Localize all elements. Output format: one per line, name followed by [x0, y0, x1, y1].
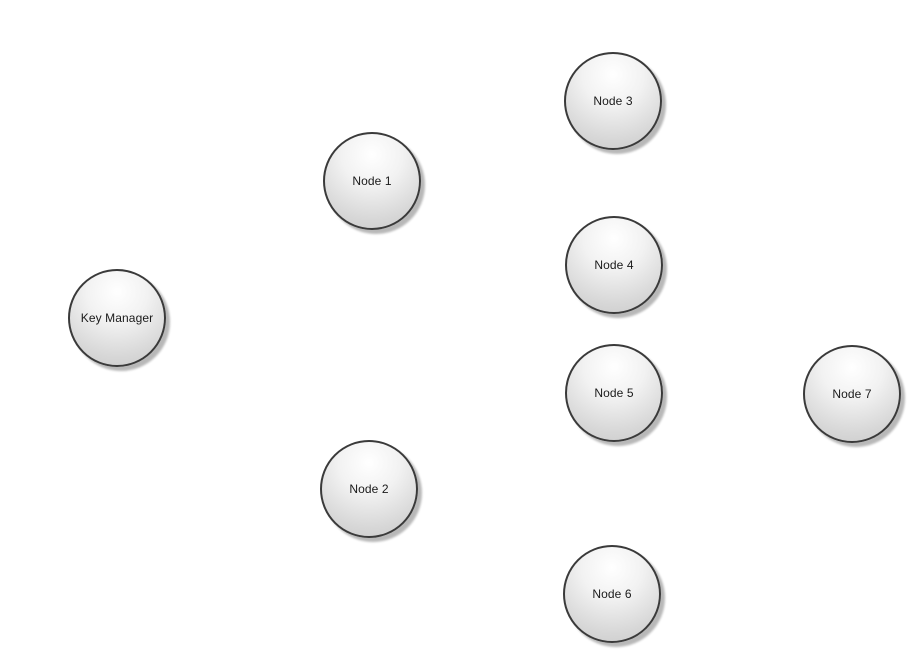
- node-label: Key Manager: [80, 311, 154, 325]
- node-key-manager[interactable]: Key Manager: [68, 269, 166, 367]
- node-1[interactable]: Node 1: [323, 132, 421, 230]
- node-label: Node 6: [592, 587, 632, 601]
- node-4[interactable]: Node 4: [565, 216, 663, 314]
- node-3[interactable]: Node 3: [564, 52, 662, 150]
- node-7[interactable]: Node 7: [803, 345, 901, 443]
- node-label: Node 1: [352, 174, 392, 188]
- node-5[interactable]: Node 5: [565, 344, 663, 442]
- node-label: Node 3: [593, 94, 633, 108]
- node-label: Node 2: [349, 482, 389, 496]
- node-2[interactable]: Node 2: [320, 440, 418, 538]
- node-label: Node 5: [594, 386, 634, 400]
- node-6[interactable]: Node 6: [563, 545, 661, 643]
- node-label: Node 4: [594, 258, 634, 272]
- node-label: Node 7: [832, 387, 872, 401]
